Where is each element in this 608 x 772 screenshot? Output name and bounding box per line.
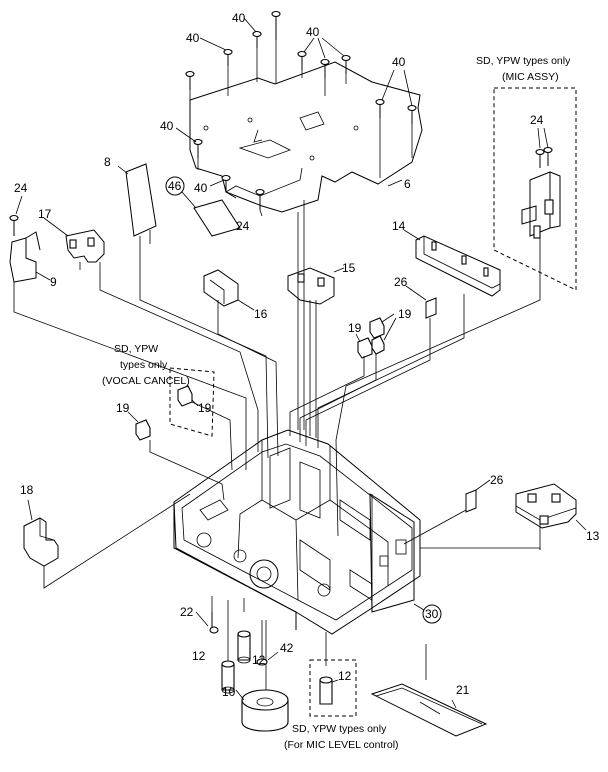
callout-40: 40	[160, 119, 174, 133]
callout-19: 19	[116, 401, 130, 415]
callout-12: 12	[252, 653, 266, 667]
mic-level-group	[309, 659, 357, 717]
screw-40	[341, 54, 351, 74]
part-18	[23, 499, 59, 567]
part-26-upper	[405, 285, 437, 319]
screw-40	[320, 58, 330, 78]
callout-42: 42	[280, 641, 294, 655]
washer-42	[256, 651, 279, 666]
vocal-cancel-group	[169, 367, 215, 437]
callout-40: 40	[186, 31, 200, 45]
mic-level-note-line2: (For MIC LEVEL control)	[284, 739, 399, 751]
screw-40	[252, 30, 262, 48]
callout-8: 8	[104, 155, 111, 169]
callout-46: 46	[168, 179, 182, 193]
screw-24	[255, 188, 265, 210]
part-19-left	[127, 411, 151, 441]
callout-40: 40	[306, 25, 320, 39]
knob-10	[235, 689, 289, 732]
callout-30: 30	[425, 607, 439, 621]
part-9	[9, 195, 51, 283]
screw-40	[223, 48, 233, 66]
side-frame	[369, 493, 442, 624]
callout-10: 10	[222, 685, 236, 699]
vocal-note-line1: SD, YPW	[114, 343, 158, 355]
screw-40	[375, 98, 385, 118]
vocal-note-line3: (VOCAL CANCEL)	[102, 375, 190, 387]
mic-assy-note-line2: (MIC ASSY)	[502, 71, 559, 83]
roller-12-a	[221, 660, 235, 694]
callout-19: 19	[398, 307, 412, 321]
callout-19: 19	[348, 321, 362, 335]
callout-18: 18	[20, 483, 34, 497]
sheet-46	[165, 176, 241, 237]
screw-40	[407, 104, 417, 124]
part-17	[43, 217, 105, 270]
mic-assy-note-line1: SD, YPW types only	[476, 55, 571, 67]
roller-12-b	[237, 630, 251, 664]
screw-40	[221, 174, 231, 192]
callout-14: 14	[392, 219, 406, 233]
callout-13: 13	[586, 529, 600, 543]
callout-26: 26	[490, 473, 504, 487]
main-chassis	[173, 429, 421, 635]
mic-assy-group	[493, 87, 577, 291]
screw-40	[297, 50, 307, 70]
panel-21	[370, 683, 488, 737]
callout-40: 40	[194, 181, 208, 195]
mic-level-note-line1: SD, YPW types only	[292, 723, 387, 735]
screw-40	[185, 70, 195, 90]
callout-12: 12	[192, 649, 206, 663]
callout-40: 40	[392, 55, 406, 69]
screw-40	[193, 138, 203, 158]
callout-24: 24	[236, 219, 250, 233]
callout-12: 12	[338, 669, 352, 683]
callout-40: 40	[232, 11, 246, 25]
pcb-8	[117, 163, 157, 252]
part-26-lower	[403, 479, 491, 545]
screw-group-40	[185, 10, 417, 217]
callout-16: 16	[254, 307, 268, 321]
callout-17: 17	[38, 207, 52, 221]
part-15	[287, 267, 345, 305]
callout-24: 24	[14, 181, 28, 195]
vocal-note-line2: types only	[120, 359, 168, 371]
callout-26: 26	[394, 275, 408, 289]
part-16	[203, 269, 255, 311]
callout-15: 15	[342, 261, 356, 275]
callout-6: 6	[404, 177, 411, 191]
callout-19: 19	[198, 401, 212, 415]
screw-40	[271, 10, 281, 40]
mic-assy-part	[521, 146, 561, 239]
callout-9: 9	[50, 275, 57, 289]
callout-22: 22	[180, 605, 194, 619]
leader-lines	[13, 200, 541, 690]
callout-24: 24	[530, 113, 544, 127]
part-13	[420, 483, 587, 550]
part-14	[403, 229, 501, 297]
callout-21: 21	[456, 683, 470, 697]
pin-22	[195, 611, 219, 634]
part-19-group	[355, 313, 397, 359]
top-plate-6	[189, 61, 423, 213]
